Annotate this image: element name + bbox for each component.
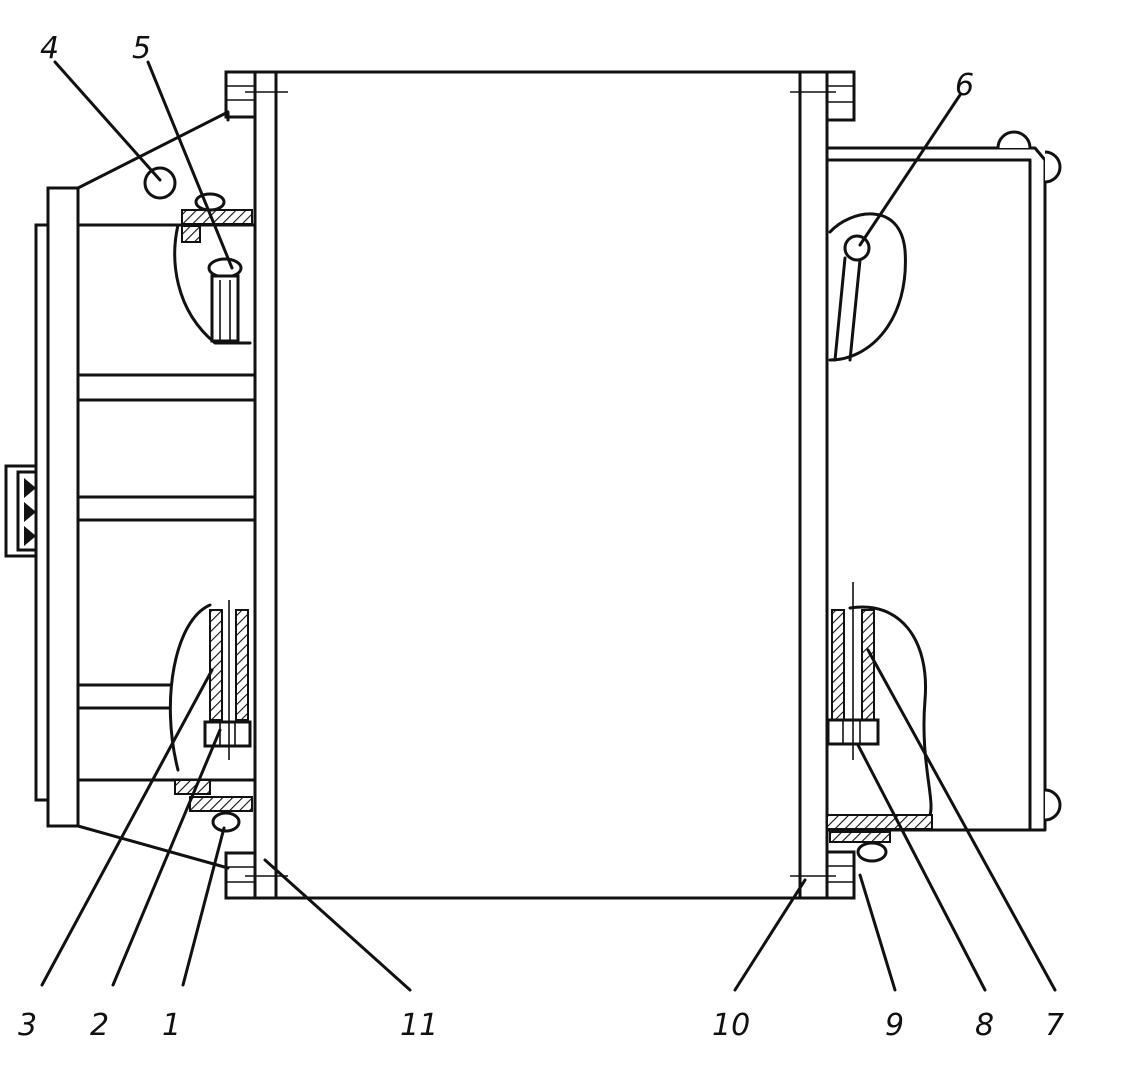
leader-lines (40, 60, 1057, 992)
callout-9: 9 (885, 1008, 904, 1043)
left-end-unit (4, 110, 257, 870)
callout-4: 4 (40, 31, 59, 66)
callout-1: 1 (162, 1008, 181, 1043)
callout-labels: 4 5 6 3 2 1 11 10 9 8 7 (18, 31, 1064, 1043)
callout-2: 2 (90, 1008, 109, 1043)
callout-3: 3 (18, 1008, 37, 1043)
central-housing (224, 70, 856, 900)
callout-8: 8 (975, 1008, 994, 1043)
right-end-unit (825, 130, 1062, 863)
callout-11: 11 (400, 1008, 438, 1043)
callout-7: 7 (1045, 1008, 1064, 1043)
callout-6: 6 (955, 68, 974, 103)
callout-10: 10 (712, 1008, 750, 1043)
callout-5: 5 (132, 31, 151, 66)
